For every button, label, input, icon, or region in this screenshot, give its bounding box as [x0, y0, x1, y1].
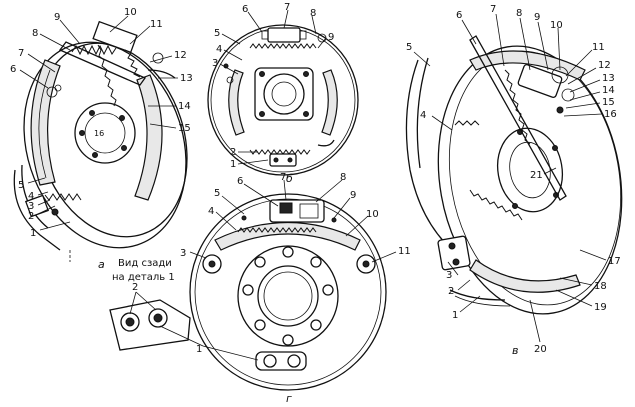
- panel-g-label-5: 5: [214, 188, 220, 199]
- panel-g-label-1: 1: [196, 344, 202, 355]
- panel-a-label-14: 14: [178, 101, 191, 112]
- panel-b-label-8: 8: [310, 8, 316, 19]
- panel-a-label-3: 3: [28, 201, 34, 212]
- panel-v-label-6: 6: [456, 10, 462, 21]
- panel-a-label-15: 15: [178, 123, 191, 134]
- panel-g-label-9: 9: [350, 190, 356, 201]
- panel-v-label-12: 12: [598, 60, 611, 71]
- panel-v-caption: в: [512, 344, 518, 357]
- panel-a-drawing: [13, 15, 188, 262]
- panel-v-label-3: 3: [446, 270, 452, 281]
- panel-b-label-4: 4: [216, 44, 222, 55]
- panel-a-label-7: 7: [18, 48, 24, 59]
- panel-a-label-1: 1: [30, 228, 36, 239]
- panel-a-label-2: 2: [28, 211, 34, 222]
- panel-b-label-6: 6: [242, 4, 248, 15]
- panel-v-label-16: 16: [604, 109, 617, 120]
- panel-a-label-9: 9: [54, 12, 60, 23]
- panel-g-drawing: [109, 179, 397, 391]
- panel-g-label-6: 6: [237, 176, 243, 187]
- panel-a-label-4: 4: [28, 191, 34, 202]
- panel-v-label-10: 10: [550, 20, 563, 31]
- panel-v-label-18: 18: [594, 281, 607, 292]
- panel-v-label-20: 20: [534, 344, 547, 355]
- panel-v-label-15: 15: [602, 97, 615, 108]
- panel-g-label-11: 11: [398, 246, 411, 257]
- panel-v-label-2: 2: [448, 286, 454, 297]
- panel-b-label-1: 1: [230, 159, 236, 170]
- panel-v-label-13: 13: [602, 73, 615, 84]
- panel-v-label-5: 5: [406, 42, 412, 53]
- panel-v-label-19: 19: [594, 302, 607, 313]
- panel-b-drawing: [207, 9, 359, 176]
- panel-v-drawing: [405, 13, 623, 343]
- panel-v-label-7: 7: [490, 4, 496, 15]
- panel-a-label-5: 5: [18, 180, 24, 191]
- panel-g-label-10: 10: [366, 209, 379, 220]
- panel-b-label-5: 5: [214, 28, 220, 39]
- panel-v-label-21: 21: [530, 170, 543, 181]
- panel-v-label-17: 17: [608, 256, 621, 267]
- panel-a-label-16: 16: [94, 129, 104, 138]
- rear-view-note-line1: Вид сзади: [118, 258, 172, 269]
- panel-v-label-8: 8: [516, 8, 522, 19]
- panel-g-label-8: 8: [340, 172, 346, 183]
- panel-v-label-11: 11: [592, 42, 605, 53]
- panel-a-caption: а: [98, 258, 105, 271]
- panel-b-caption: б: [286, 172, 293, 185]
- panel-v-label-9: 9: [534, 12, 540, 23]
- panel-v-label-14: 14: [602, 85, 615, 96]
- panel-a-label-8: 8: [32, 28, 38, 39]
- panel-g-label-7: 7: [280, 172, 286, 183]
- panel-b-label-2: 2: [230, 147, 236, 158]
- rear-view-note-line2: на деталь 1: [112, 272, 175, 283]
- panel-g-label-4: 4: [208, 206, 214, 217]
- panel-a-label-12: 12: [174, 50, 187, 61]
- panel-a-label-13: 13: [180, 73, 193, 84]
- panel-b-label-3: 3: [212, 58, 218, 69]
- panel-b-label-9: 9: [328, 32, 334, 43]
- panel-a-label-11: 11: [150, 19, 163, 30]
- panel-a-label-6: 6: [10, 64, 16, 75]
- panel-v-label-1: 1: [452, 310, 458, 321]
- panel-g-caption: г: [286, 392, 292, 405]
- panel-g-label-2: 2: [132, 282, 138, 293]
- panel-v-label-4: 4: [420, 110, 426, 121]
- panel-a-label-10: 10: [124, 7, 137, 18]
- panel-b-label-7: 7: [284, 2, 290, 13]
- panel-g-label-3: 3: [180, 248, 186, 259]
